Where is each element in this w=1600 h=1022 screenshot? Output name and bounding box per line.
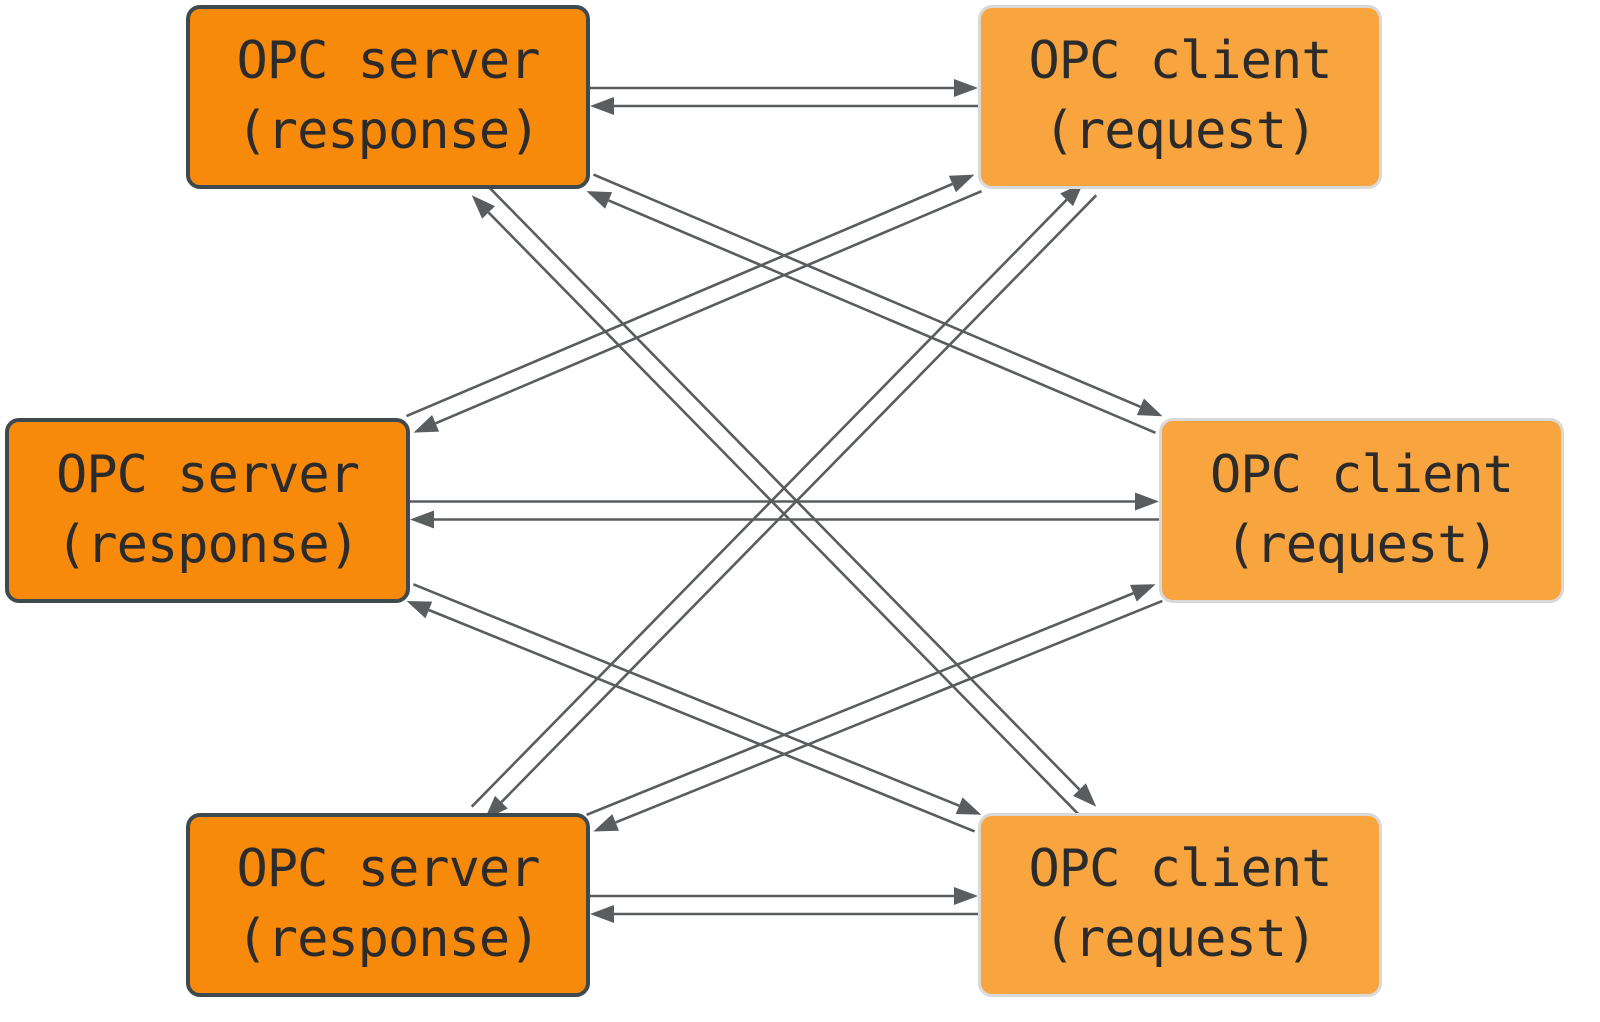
client-role: (request) <box>1043 909 1318 969</box>
response-arrow-0-0 <box>590 79 978 97</box>
opc-server-middle: OPC server (response) <box>5 418 410 603</box>
response-arrow-1-2 <box>412 583 982 815</box>
client-title: OPC client <box>1209 444 1514 505</box>
opc-server-top: OPC server (response) <box>186 5 590 189</box>
request-arrow-1-2 <box>593 599 1163 832</box>
request-arrow-0-2 <box>484 194 1098 820</box>
client-role: (request) <box>1225 514 1499 575</box>
response-arrow-1-0 <box>405 174 975 418</box>
server-title: OPC server <box>236 839 540 900</box>
response-arrow-2-1 <box>586 584 1156 817</box>
client-role: (request) <box>1043 101 1318 161</box>
request-arrow-1-1 <box>410 510 1159 529</box>
opc-client-middle: OPC client (request) <box>1159 418 1564 603</box>
response-arrow-0-2 <box>483 181 1097 807</box>
response-arrow-0-1 <box>593 173 1163 417</box>
request-arrow-0-1 <box>413 189 983 433</box>
server-title: OPC server <box>236 31 540 92</box>
server-role: (response) <box>236 909 540 969</box>
response-arrow-2-0 <box>470 182 1084 808</box>
request-arrow-2-0 <box>471 195 1085 821</box>
request-arrow-2-1 <box>406 600 976 833</box>
request-arrow-0-0 <box>590 97 978 115</box>
client-title: OPC client <box>1028 31 1332 92</box>
opc-client-bottom: OPC client (request) <box>978 813 1382 997</box>
opc-client-top: OPC client (request) <box>978 5 1382 189</box>
response-arrow-2-2 <box>590 887 978 905</box>
client-title: OPC client <box>1028 839 1332 900</box>
request-arrow-2-2 <box>590 905 978 923</box>
server-role: (response) <box>55 514 360 575</box>
request-arrow-1-0 <box>586 191 1156 434</box>
server-role: (response) <box>236 101 540 161</box>
server-title: OPC server <box>55 444 360 505</box>
opc-server-bottom: OPC server (response) <box>186 813 590 997</box>
response-arrow-1-1 <box>410 492 1159 511</box>
connection-arrows <box>405 79 1163 923</box>
opc-network-diagram: OPC server (response) OPC server (respon… <box>5 5 1564 997</box>
